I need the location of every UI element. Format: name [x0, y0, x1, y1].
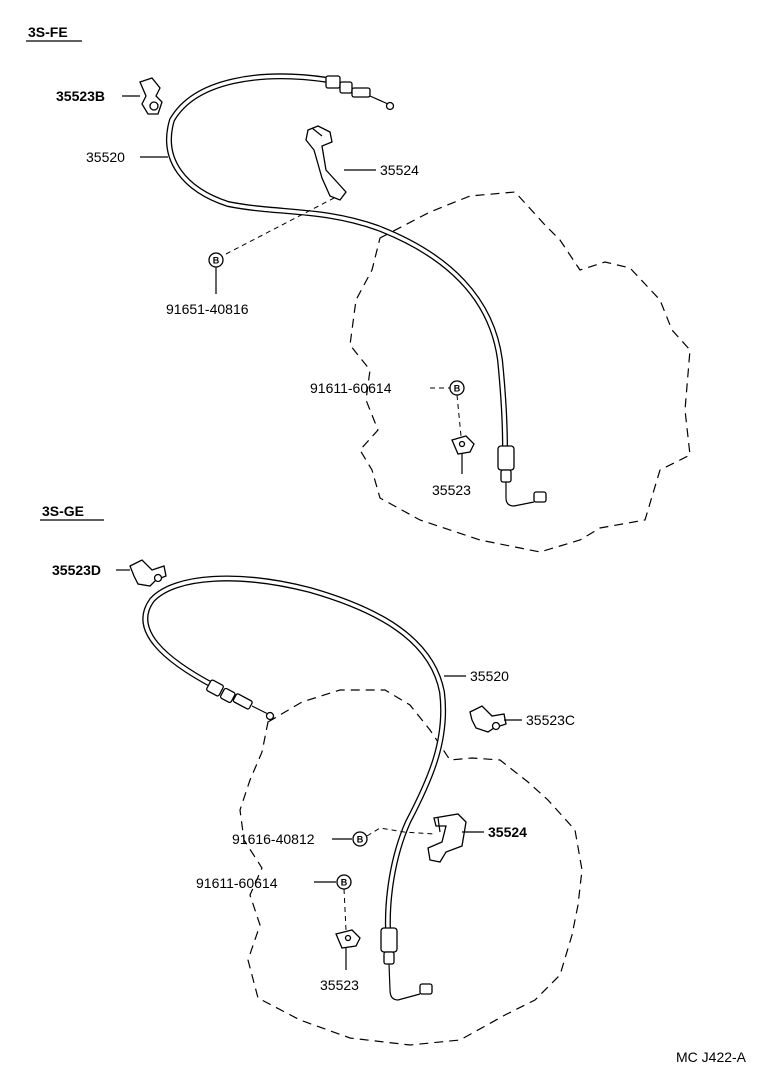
clamp-35523c — [469, 705, 507, 733]
shift-cable-3s-ge — [142, 575, 447, 1001]
clamp-35523b — [139, 77, 163, 115]
section-3s-ge: 3S-GE 35523D 35520 — [40, 503, 583, 1046]
svg-text:B: B — [454, 384, 461, 394]
label-91611-60614-ge: 91611-60614 — [196, 875, 278, 891]
bolt-marker-upper-fe: B — [208, 252, 224, 268]
label-35520-fe: 35520 — [86, 149, 125, 165]
clamp-35523d — [129, 559, 167, 587]
shift-cable-3s-fe — [166, 73, 547, 507]
label-91616-40812: 91616-40812 — [232, 831, 315, 847]
clip-35523-ge — [335, 929, 361, 949]
clip-35523-fe — [451, 435, 475, 455]
svg-text:B: B — [213, 256, 220, 266]
svg-text:B: B — [357, 835, 364, 845]
bolt-marker-upper-ge: B — [352, 831, 368, 847]
section-title-3s-ge: 3S-GE — [42, 503, 84, 519]
label-91611-60614-fe: 91611-60614 — [310, 380, 392, 396]
svg-text:B: B — [341, 878, 348, 888]
label-35523-fe: 35523 — [432, 482, 471, 498]
bracket-35524-fe — [305, 125, 347, 201]
label-35523c: 35523C — [526, 712, 575, 728]
bolt-marker-lower-fe: B — [449, 380, 465, 396]
bracket-35524-ge — [427, 813, 467, 863]
diagram-code: MC J422-A — [676, 1049, 747, 1065]
transmission-outline-3s-ge — [239, 689, 583, 1046]
leader-bolt-to-clip-fe — [456, 394, 462, 437]
label-35523-ge: 35523 — [320, 977, 359, 993]
bolt-marker-lower-ge: B — [336, 874, 352, 890]
label-35524-fe: 35524 — [380, 162, 419, 178]
label-35523d: 35523D — [52, 562, 101, 578]
leader-bolt-upper-ge-to-bracket — [366, 827, 435, 837]
label-91651-40816: 91651-40816 — [166, 301, 249, 317]
transmission-outline-3s-fe — [349, 191, 691, 553]
label-35523b: 35523B — [56, 88, 105, 104]
leader-bolt-upper-fe — [225, 197, 335, 255]
label-35520-ge: 35520 — [470, 668, 509, 684]
section-title-3s-fe: 3S-FE — [28, 24, 68, 40]
label-35524-ge: 35524 — [488, 824, 527, 840]
leader-bolt-to-clip-ge — [343, 888, 347, 931]
section-3s-fe: 3S-FE 35523B 35520 — [26, 24, 691, 553]
